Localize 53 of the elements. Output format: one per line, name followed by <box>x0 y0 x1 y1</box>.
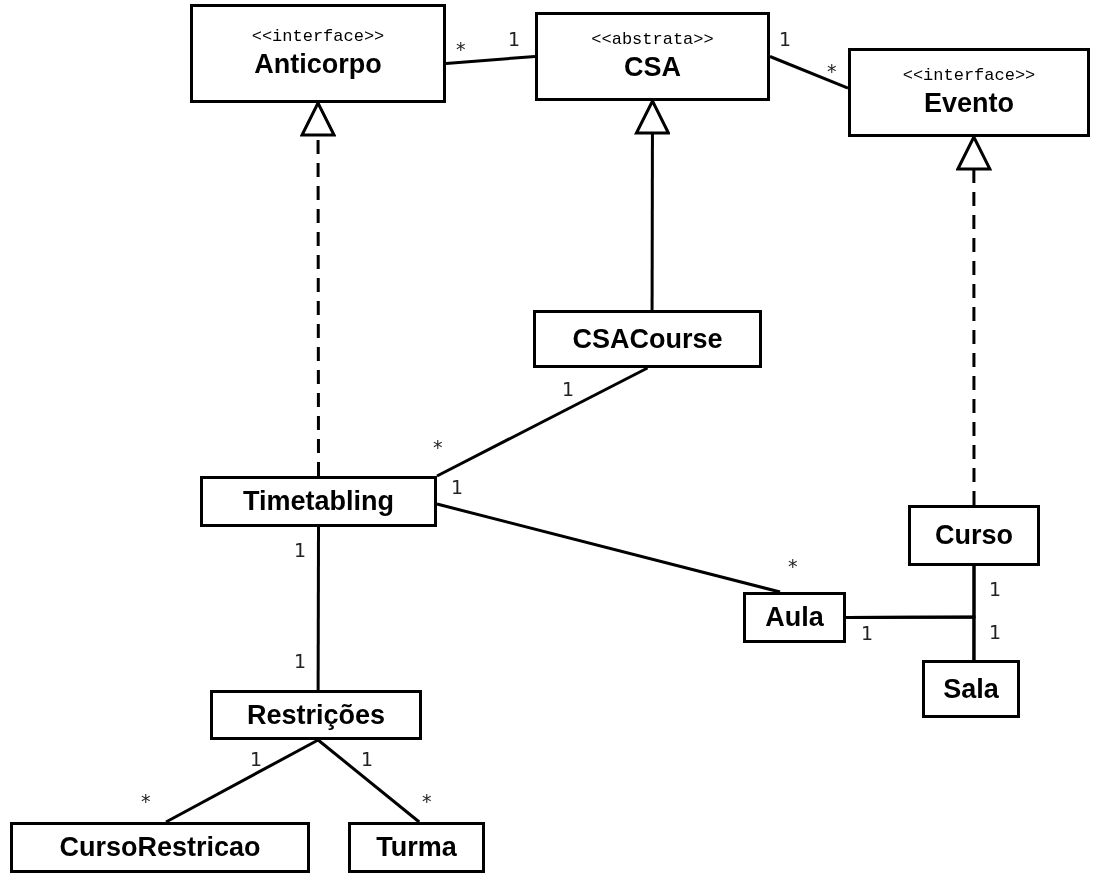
association-line <box>436 366 649 478</box>
class-box <box>348 822 485 873</box>
class-box <box>200 476 437 527</box>
multiplicity-label: * <box>433 438 443 457</box>
multiplicity-label: * <box>422 792 432 811</box>
stereotype-label: <<interface>> <box>251 27 385 48</box>
realization-arrow <box>956 135 992 505</box>
class-name: CursoRestricao <box>59 831 261 864</box>
class-box <box>848 48 1090 137</box>
class-box <box>190 4 446 103</box>
generalization-arrow <box>634 99 670 310</box>
class-name: Evento <box>924 86 1014 119</box>
class-box <box>535 12 770 101</box>
class-name: Restrições <box>246 698 386 732</box>
class-name: Timetabling <box>243 485 394 518</box>
class-name: Curso <box>935 519 1013 552</box>
association-line <box>317 738 421 824</box>
class-box <box>533 310 762 368</box>
class-name: CSACourse <box>572 322 723 356</box>
association-line <box>436 502 781 594</box>
multiplicity-label: 1 <box>451 478 464 497</box>
class-name: Aula <box>765 601 824 634</box>
class-name: Sala <box>943 672 999 706</box>
stereotype-label: <<interface>> <box>902 66 1036 87</box>
class-name: Anticorpo <box>254 47 382 80</box>
multiplicity-label: 1 <box>562 380 575 399</box>
association-line <box>846 615 976 660</box>
multiplicity-label: 1 <box>989 623 1002 642</box>
class-box <box>10 822 310 873</box>
class-box <box>743 592 846 643</box>
multiplicity-label: * <box>788 557 798 576</box>
multiplicity-label: 1 <box>861 624 874 643</box>
multiplicity-label: 1 <box>294 541 307 560</box>
multiplicity-label: 1 <box>361 750 374 769</box>
class-name: Turma <box>376 831 457 864</box>
multiplicity-label: * <box>141 792 151 811</box>
multiplicity-label: 1 <box>508 30 521 49</box>
class-box <box>908 505 1040 566</box>
multiplicity-label: * <box>827 62 837 81</box>
class-box <box>210 690 422 740</box>
stereotype-label: <<abstrata>> <box>591 30 714 51</box>
class-name: CSA <box>624 50 681 83</box>
multiplicity-label: 1 <box>779 30 792 49</box>
association-line <box>445 55 536 65</box>
multiplicity-label: 1 <box>250 750 263 769</box>
class-box <box>922 660 1020 718</box>
multiplicity-label: 1 <box>294 652 307 671</box>
multiplicity-label: 1 <box>989 580 1002 599</box>
association-line <box>165 738 319 824</box>
multiplicity-label: * <box>456 40 466 59</box>
association-line <box>769 55 849 90</box>
association-line <box>316 527 320 690</box>
realization-arrow <box>300 101 336 476</box>
